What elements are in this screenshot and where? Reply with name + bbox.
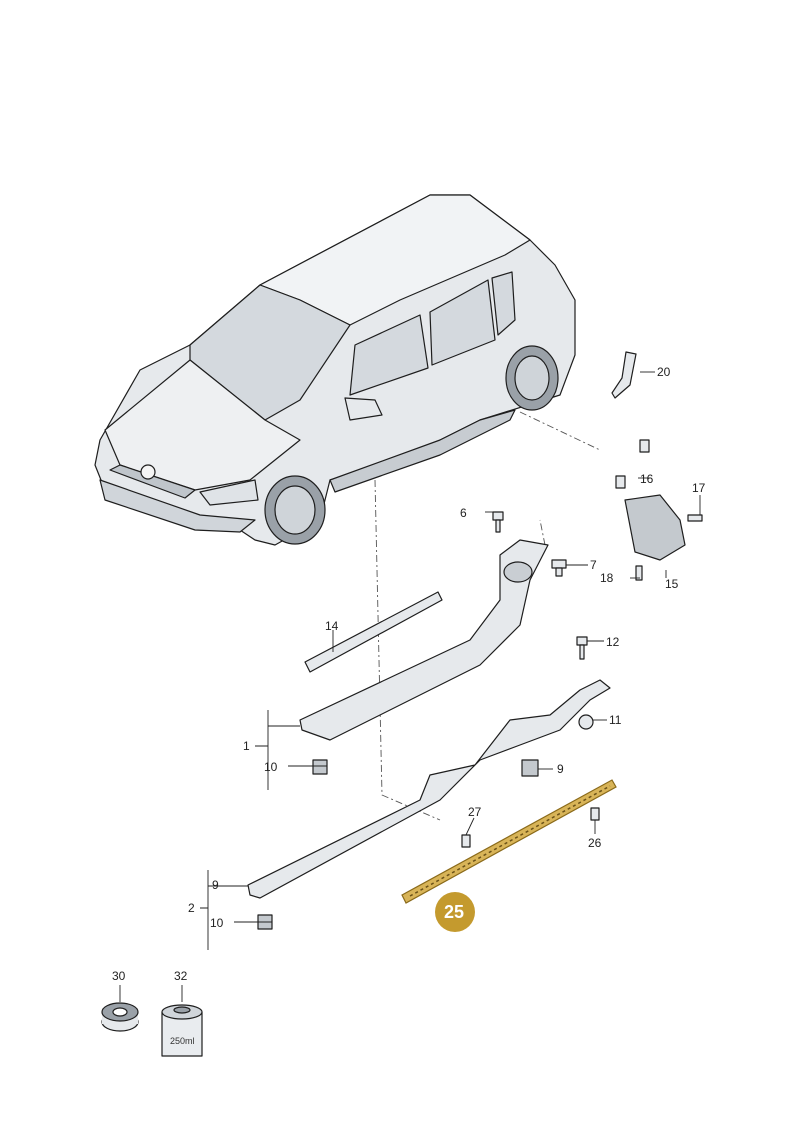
sill-panel-cup <box>503 561 533 583</box>
callout-32: 32 <box>174 969 188 983</box>
headlight <box>199 479 259 506</box>
sill-cover-9 <box>247 679 611 899</box>
callout-10b: 10 <box>210 916 224 930</box>
callout-16: 16 <box>640 472 654 486</box>
highlight-callout-25: 25 <box>435 892 475 932</box>
callout-1: 1 <box>243 739 250 753</box>
callout-15: 15 <box>665 577 679 591</box>
rear-side-window <box>429 279 496 366</box>
callout-11: 11 <box>609 713 622 727</box>
callout-26: 26 <box>588 836 602 850</box>
plug-16b <box>639 439 650 453</box>
trim-20 <box>611 351 637 399</box>
callout-14: 14 <box>325 619 339 633</box>
callout-9a: 9 <box>557 762 564 776</box>
callout-27: 27 <box>468 805 482 819</box>
tape-roll-30 <box>101 1002 139 1032</box>
callout-17: 17 <box>692 481 706 495</box>
screw-26 <box>590 807 600 821</box>
callout-20: 20 <box>657 365 671 379</box>
front-rim <box>274 485 316 535</box>
vw-badge <box>140 464 156 480</box>
callout-9b: 9 <box>212 878 219 892</box>
front-bumper <box>99 479 256 533</box>
car-illustration <box>94 194 576 546</box>
clip-11 <box>578 714 594 730</box>
sill-panel-1 <box>299 539 549 741</box>
side-mirror <box>344 397 383 421</box>
leader-lines <box>119 371 701 1002</box>
screw-17 <box>687 514 703 522</box>
assembly-guide-lines <box>374 411 601 821</box>
clip-7 <box>551 559 567 577</box>
plug-16 <box>615 475 626 489</box>
seal-strip-25 <box>401 779 617 904</box>
callout-10a: 10 <box>264 760 278 774</box>
can-32: 250ml <box>161 1004 203 1057</box>
callout-7: 7 <box>590 558 597 572</box>
callout-25: 25 <box>444 902 464 922</box>
screw-27 <box>461 834 471 848</box>
highlight-circle <box>435 892 475 932</box>
callout-12: 12 <box>606 635 620 649</box>
callout-2: 2 <box>188 901 195 915</box>
rear-rim <box>514 355 550 401</box>
callout-30: 30 <box>112 969 126 983</box>
bracket-15 <box>624 494 686 561</box>
grille <box>109 464 196 499</box>
rear-quarter-window <box>491 271 516 336</box>
clip-9 <box>521 759 539 777</box>
clip-10a <box>312 759 328 775</box>
callout-18: 18 <box>600 571 614 585</box>
callout-labels: 20 16 17 6 7 18 15 12 14 11 1 10 9 27 26… <box>112 365 706 983</box>
seal-strip-25-pattern <box>409 785 611 897</box>
screw-18 <box>635 565 643 581</box>
trim-strip-14 <box>304 591 443 673</box>
can-label: 250ml <box>170 1036 195 1046</box>
side-sill <box>329 409 516 493</box>
bolt-6 <box>492 511 504 533</box>
callout-6: 6 <box>460 506 467 520</box>
front-side-window <box>349 314 429 396</box>
bolt-12 <box>576 636 588 660</box>
